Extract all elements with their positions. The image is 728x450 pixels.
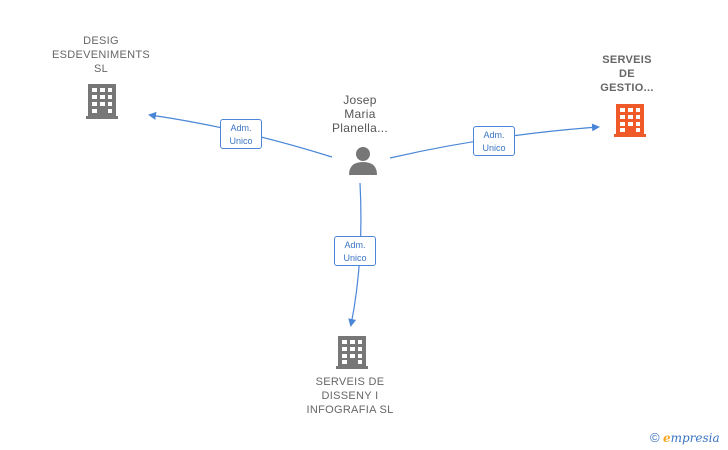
edge-label-serveis-disseny[interactable]: Adm. Unico <box>334 236 376 266</box>
building-icon[interactable] <box>86 84 118 119</box>
company-name-line: INFOGRAFIA SL <box>306 404 394 416</box>
empresia-watermark[interactable]: © empresia <box>650 430 720 445</box>
company-label-desig[interactable]: DESIG ESDEVENIMENTS SL <box>40 34 162 76</box>
brand-initial: e <box>662 431 671 445</box>
company-label-serveis-gestio[interactable]: SERVEIS DE GESTIO... <box>582 53 672 95</box>
brand-name: mpresia <box>670 431 720 445</box>
edge-label-desig[interactable]: Adm. Unico <box>220 119 262 149</box>
edge-role-line: Unico <box>343 253 367 263</box>
company-name-line: SL <box>93 63 109 75</box>
edge-role-line: Adm. <box>230 123 252 133</box>
building-icon-highlighted[interactable] <box>614 104 646 137</box>
person-name-line: Planella... <box>332 121 388 135</box>
building-icon[interactable] <box>336 336 368 369</box>
edge-label-serveis-gestio[interactable]: Adm. Unico <box>473 126 515 156</box>
edge-role-line: Adm. <box>344 240 366 250</box>
company-name-line: GESTIO... <box>600 82 654 94</box>
company-name-line: DISSENY I <box>321 390 379 402</box>
company-name-line: SERVEIS DE <box>315 376 385 388</box>
company-name-line: DESIG <box>83 35 119 47</box>
person-name-line: Maria <box>344 107 376 121</box>
edge-role-line: Unico <box>229 136 253 146</box>
person-icon[interactable] <box>349 147 377 175</box>
company-name-line: DE <box>619 68 635 80</box>
edge-role-line: Adm. <box>483 130 505 140</box>
person-name-line: Josep <box>343 93 377 107</box>
company-label-serveis-disseny[interactable]: SERVEIS DE DISSENY I INFOGRAFIA SL <box>290 375 410 417</box>
edge-role-line: Unico <box>482 143 506 153</box>
copyright-symbol: © <box>650 430 660 445</box>
person-label[interactable]: Josep Maria Planella... <box>320 93 400 135</box>
company-name-line: ESDEVENIMENTS <box>51 49 151 61</box>
company-name-line: SERVEIS <box>602 54 652 66</box>
